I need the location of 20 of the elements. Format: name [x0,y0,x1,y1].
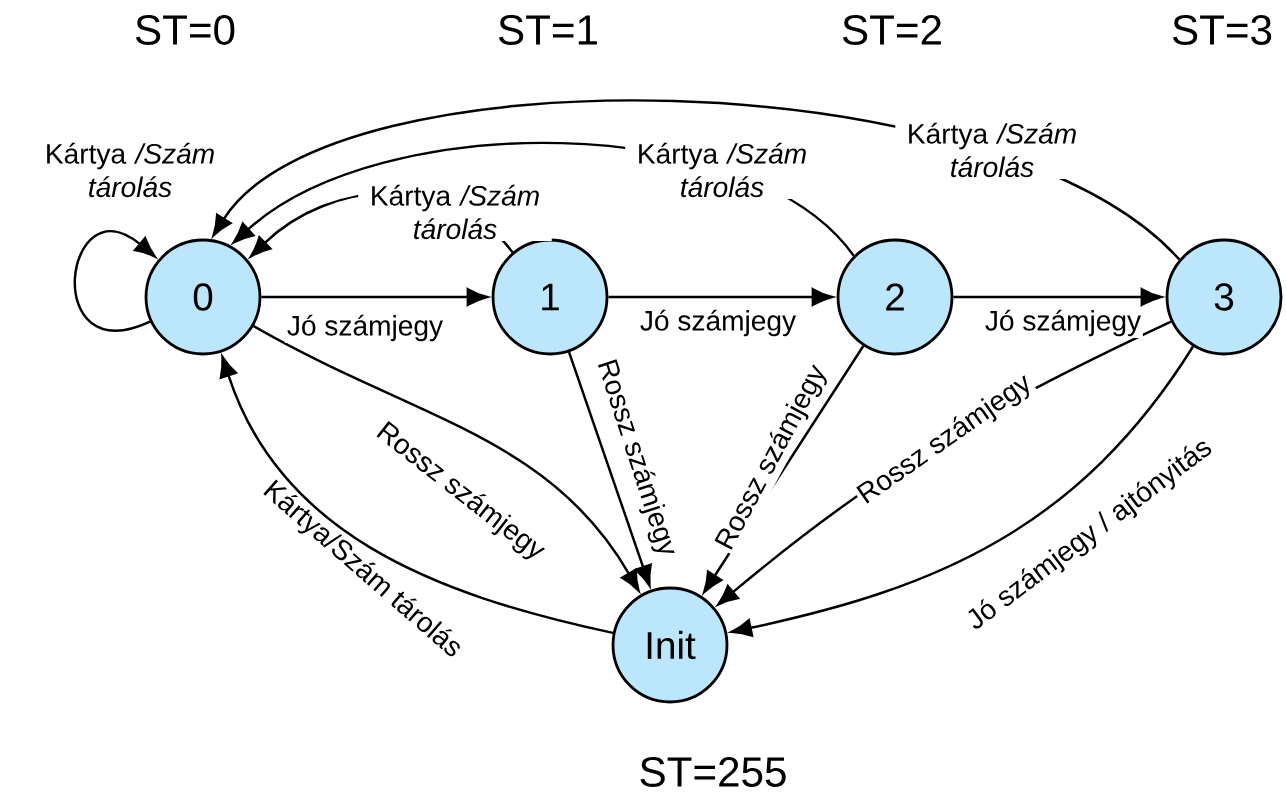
arrow [567,351,652,587]
edge-label: Kártya /Szám tárolás [625,141,819,199]
edge-label: Kártya /Szám tárolás [33,141,227,199]
arrow [253,325,640,592]
arrow [73,230,156,332]
edge-label: Jó számjegy [638,307,798,338]
arrow [219,355,614,635]
state-code-label: ST=255 [640,757,786,787]
arrow [730,345,1195,637]
state-code-label: ST=2 [842,15,941,45]
edge-label: Kártya /Szám tárolás [358,183,552,241]
arrow [261,287,489,306]
arrow [953,287,1163,306]
edge-label: Kártya /Szám tárolás [895,121,1089,179]
arrow [608,287,834,306]
edge-label: Jó számjegy [983,307,1143,338]
state-code-label: ST=0 [135,15,235,45]
edge-label: Jó számjegy [285,312,445,343]
state-code-label: ST=1 [498,15,597,45]
state-code-label: ST=3 [1172,15,1272,45]
